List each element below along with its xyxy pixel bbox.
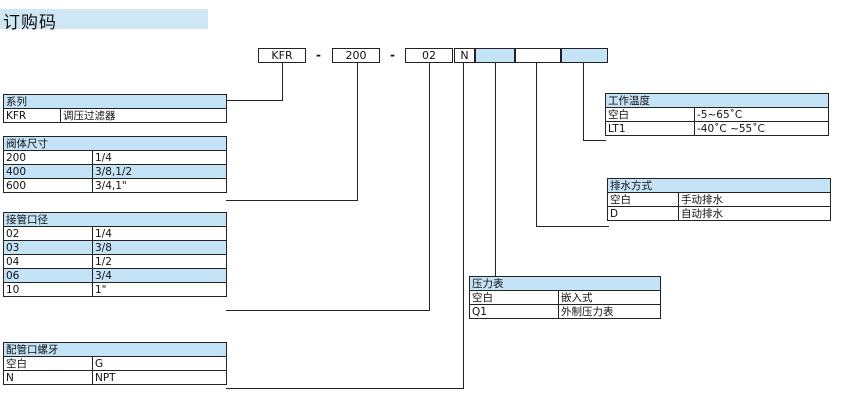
table-cell: 200 (3, 150, 93, 165)
table-cell: 自动排水 (678, 206, 831, 221)
connector-line (463, 63, 464, 389)
code-temperature (561, 48, 608, 63)
table-cell: NPT (92, 370, 227, 385)
table-cell: -40˚C ~55˚C (694, 121, 829, 136)
temperature-table: 工作温度 空白-5~65˚C LT1-40˚C ~55˚C (605, 93, 829, 136)
table-cell: 空白 (469, 290, 559, 305)
table-cell: 1/2 (92, 254, 227, 269)
table-cell: 600 (3, 178, 93, 193)
table-cell: 1" (92, 282, 227, 297)
table-cell: 10 (3, 282, 93, 297)
title-highlight (0, 9, 208, 29)
table-cell: 04 (3, 254, 93, 269)
table-cell: 3/4,1" (92, 178, 227, 193)
table-cell: 空白 (605, 107, 695, 122)
code-gauge (475, 48, 515, 63)
code-series: KFR (258, 48, 306, 63)
connector-line (536, 63, 537, 227)
table-cell: KFR (3, 108, 61, 123)
body-size-header: 阀体尺寸 (3, 136, 227, 151)
table-cell: 空白 (3, 356, 93, 371)
connector-line (357, 63, 358, 201)
connector-line (495, 63, 496, 276)
table-cell: N (3, 370, 93, 385)
connector-line (583, 140, 606, 141)
drain-header: 排水方式 (607, 178, 831, 193)
connector-line (226, 388, 464, 389)
table-cell: 03 (3, 240, 93, 255)
connector-line (536, 226, 609, 227)
table-cell: D (607, 206, 679, 221)
thread-header: 配管口螺牙 (3, 342, 227, 357)
port-size-header: 接管口径 (3, 212, 227, 227)
code-port-size: 02 (405, 48, 453, 63)
table-cell: 3/8,1/2 (92, 164, 227, 179)
gauge-header: 压力表 (469, 276, 661, 291)
table-cell: 手动排水 (678, 192, 831, 207)
table-cell: G (92, 356, 227, 371)
table-cell: 空白 (607, 192, 679, 207)
table-cell: 3/8 (92, 240, 227, 255)
temperature-header: 工作温度 (605, 93, 829, 108)
connector-line (226, 310, 430, 311)
code-body-size: 200 (332, 48, 380, 63)
code-drain (515, 48, 561, 63)
code-separator: - (316, 48, 321, 62)
table-cell: -5~65˚C (694, 107, 829, 122)
table-cell: 嵌入式 (558, 290, 661, 305)
table-cell: 400 (3, 164, 93, 179)
series-header: 系列 (3, 94, 227, 109)
table-cell: 1/4 (92, 150, 227, 165)
table-cell: Q1 (469, 304, 559, 319)
table-cell: 02 (3, 226, 93, 241)
code-separator: - (390, 48, 395, 62)
connector-line (282, 63, 283, 100)
table-cell: 调压过滤器 (60, 108, 227, 123)
page-title: 订购码 (3, 13, 57, 33)
table-cell: 外制压力表 (558, 304, 661, 319)
connector-line (429, 63, 430, 311)
table-cell: 1/4 (92, 226, 227, 241)
connector-line (226, 200, 358, 201)
code-thread: N (454, 48, 475, 63)
connector-line (226, 100, 283, 101)
table-cell: 3/4 (92, 268, 227, 283)
connector-line (583, 63, 584, 141)
table-cell: 06 (3, 268, 93, 283)
table-cell: LT1 (605, 121, 695, 136)
